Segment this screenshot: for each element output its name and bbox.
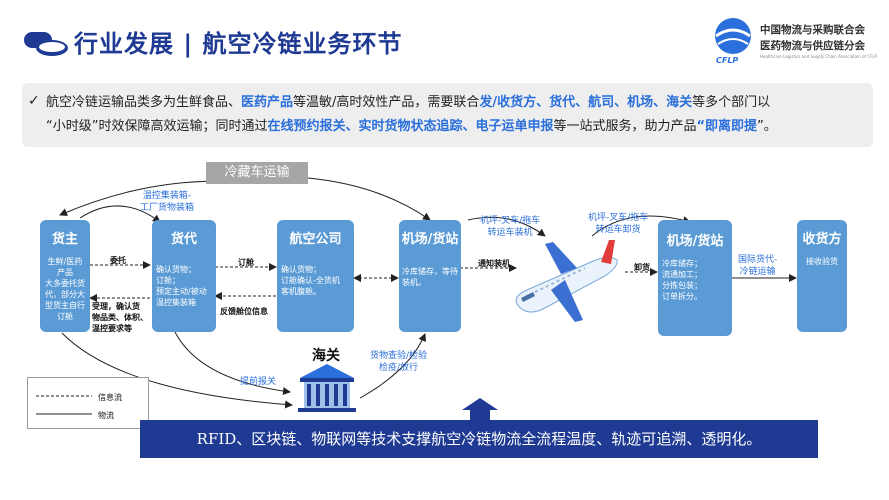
node-title: 航空公司 (289, 232, 342, 247)
airplane-icon (515, 240, 618, 322)
pre-declare-label: 提前报关 (240, 377, 277, 387)
node-body: 确认货物； 订舱； 预定主动/被动 温控集装箱 (156, 265, 207, 307)
check-icon: ✓ (28, 93, 40, 109)
tractor-unload-label: 机坪-叉车/拖车 转运车卸货 (588, 213, 649, 235)
node-body: 接收验货 (806, 257, 838, 266)
logo-abbr: CFLP (716, 56, 739, 65)
notify-label: 通知装机 (478, 259, 510, 268)
statement-box: ✓ 航空冷链运输品类多为生鲜食品、医药产品等温敏/高时效性产品，需要联合发/收货… (22, 83, 873, 147)
inspect-label: 货物查验/检验 检疫/放行 (370, 351, 428, 373)
node-title: 货代 (170, 232, 197, 247)
logo-english: Healthcare Logistics and Supply Chain As… (760, 54, 877, 59)
pill-icon (24, 32, 68, 56)
node-body: 生鲜/医药 产品 大多委托货 代，部分大 型货主自行 订舱 (45, 257, 85, 321)
feedback-label: 反馈舱位信息 (220, 307, 268, 316)
node-body: 冷库储存； 流通加工； 分拣包装； 订单拆分。 (662, 259, 702, 301)
node-airport-arrival: 机场/货站 冷库储存； 流通加工； 分拣包装； 订单拆分。 (658, 220, 732, 336)
node-body: 冷库储存，等待 装机。 (402, 267, 458, 287)
tractor-load-label: 机坪-叉车/拖车 转运车装机 (480, 216, 541, 238)
node-title: 机场/货站 (401, 232, 459, 247)
entrust-label: 委托 (110, 256, 126, 265)
logo-line2: 医药物流与供应链分会 (760, 40, 865, 52)
page-title: 行业发展 | 航空冷链业务环节 (74, 30, 403, 58)
logo-line1: 中国物流与采购联合会 (760, 24, 865, 36)
customs-title: 海关 (312, 348, 340, 364)
legend-info-flow: 信息流 (98, 393, 122, 402)
legend-logistics: 物流 (98, 411, 114, 420)
tech-banner: RFID、区块链、物联网等技术支撑航空冷链物流全流程温度、轨迹可追溯、透明化。 (140, 420, 818, 458)
node-airline: 航空公司 确认货物； 订舱确认-全货机 客机腹舱。 (277, 220, 354, 332)
container-label: 温控集装箱- 工厂货物装箱 (140, 191, 195, 213)
accept-label: 受理，确认货 物品类、体积、 温控要求等 (92, 302, 148, 333)
cflp-logo: CFLP 中国物流与采购联合会 医药物流与供应链分会 Healthcare Lo… (708, 16, 878, 66)
node-title: 货主 (51, 232, 78, 247)
cold-truck-label: 冷藏车运输 (206, 162, 308, 184)
node-consignee: 收货方 接收验货 (797, 220, 847, 332)
customs-building-icon (298, 364, 356, 412)
book-label: 订舱 (238, 258, 254, 267)
node-shipper: 货主 生鲜/医药 产品 大多委托货 代，部分大 型货主自行 订舱 (40, 220, 90, 332)
statement-text: 航空冷链运输品类多为生鲜食品、医药产品等温敏/高时效性产品，需要联合发/收货方、… (46, 95, 777, 134)
node-title: 收货方 (802, 232, 842, 247)
intl-forwarder-label: 国际货代- 冷链运输 (738, 255, 778, 277)
unload-label: 卸货 (634, 263, 650, 272)
legend: 信息流 物流 (27, 377, 149, 429)
node-forwarder: 货代 确认货物； 订舱； 预定主动/被动 温控集装箱 (152, 220, 216, 332)
node-title: 机场/货站 (666, 234, 724, 249)
node-airport-departure: 机场/货站 冷库储存，等待 装机。 (399, 220, 461, 332)
globe-icon (715, 18, 751, 54)
node-body: 确认货物； 订舱确认-全货机 客机腹舱。 (281, 265, 340, 296)
